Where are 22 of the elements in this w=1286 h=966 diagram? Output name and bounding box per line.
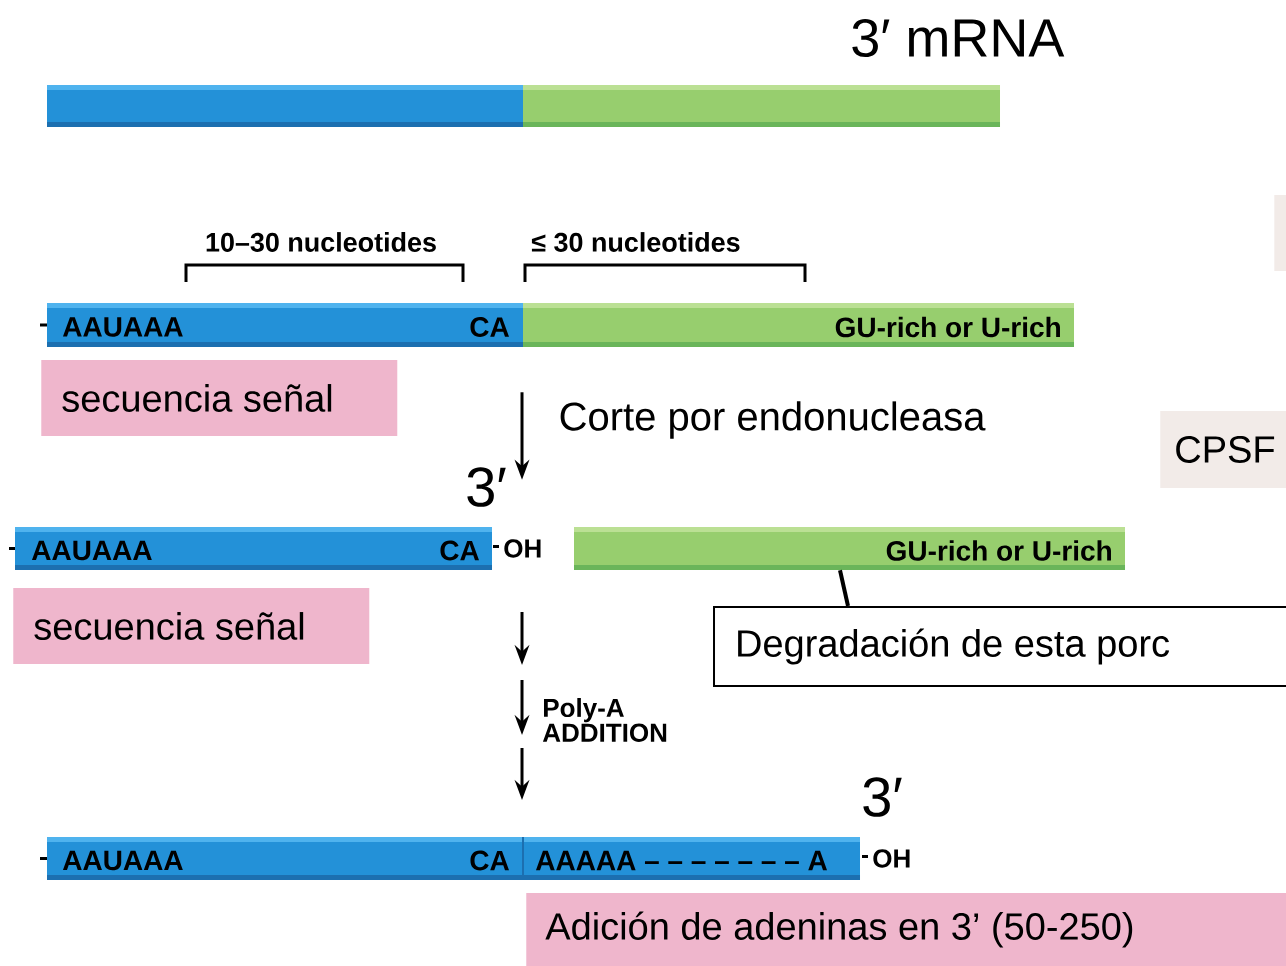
rna-strand: AAUAAA CA AAAAA – – – – – – – A OH (40, 836, 910, 881)
rna-strand: GU-rich or U-rich (523, 303, 1074, 347)
title-label: 3′ mRNA (852, 18, 1065, 58)
rna-strand: AAUAAA CA OH (9, 527, 541, 570)
highlight-box: secuencia señal (41, 360, 398, 436)
length-label: 10–30 nucleotides (206, 232, 436, 252)
note-box: Degradación de esta porc (713, 606, 1286, 687)
length-label: ≤ 30 nucleotides (531, 232, 740, 252)
node-label: OH (504, 539, 541, 558)
edge-label: Corte por endonucleasa (557, 400, 987, 440)
rna-strand: GU-rich or U-rich (574, 527, 1125, 570)
rna-strand: AAUAAA CA (40, 303, 523, 347)
highlight-box: CPSF (1160, 411, 1286, 488)
rna-strand (47, 85, 523, 127)
end-label: 3′ (863, 777, 902, 817)
end-label: 3′ (467, 467, 506, 507)
leader-line (838, 569, 850, 607)
node-label: OH (873, 849, 910, 868)
rna-strand (523, 85, 1000, 127)
step-label: Poly-A ADDITION (542, 698, 667, 742)
highlight-box: Adición de adeninas en 3’ (50-250) (526, 893, 1286, 966)
highlight-box: secuencia señal (13, 588, 370, 664)
